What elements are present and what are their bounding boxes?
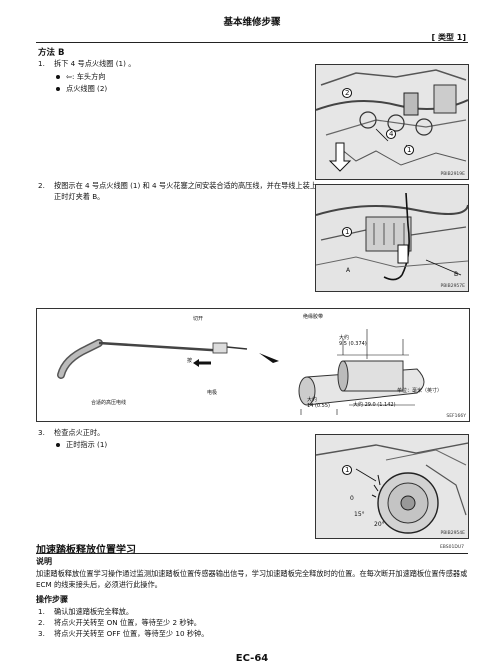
fig1-callout-2: 2 [342, 88, 353, 98]
figure-engine-coil-removal: 2 4 1 PBIB2919E [315, 64, 469, 180]
engine-coil-drawing [316, 65, 468, 179]
label-dim-b: 大约 14 (0.55) [307, 397, 330, 409]
fig2-callout-b: B [454, 271, 459, 278]
desc-text: 加速踏板释放位置学习操作通过监测加速踏板位置传感器输出信号，学习加速踏板完全释放… [36, 569, 468, 589]
engine-timing-light-drawing [316, 185, 468, 291]
fig4-label-15: 15° [354, 511, 365, 518]
step-3-bullet-1: 正时指示 (1) [54, 439, 107, 450]
page-header-title: 基本维修步骤 [223, 17, 281, 28]
section-rule [36, 553, 468, 554]
fig2-callout-1: 1 [342, 227, 353, 237]
page-header-tag: [ 类型 1] [431, 33, 466, 42]
fig1-code: PBIB2919E [440, 172, 465, 177]
label-hv-wire: 合适的高压电线 [91, 400, 127, 406]
fig1-callout-4: 4 [386, 129, 397, 139]
section-title: 加速踏板释放位置学习 [36, 545, 136, 556]
section-code: EBS01DU7 [439, 545, 464, 550]
proc-step-3: 3. 将点火开关转至 OFF 位置，等待至少 10 秒钟。 [38, 629, 209, 638]
fig4-label-20: 20° [374, 521, 385, 528]
figure-timing-light-install: 1 A B PBIB2957E [315, 184, 469, 292]
page-number: EC-64 [235, 653, 269, 664]
step-2: 2. 按图示在 4 号点火线圈 (1) 和 4 号火花塞之间安装合适的高压线，并… [38, 181, 318, 201]
figure-timing-mark: 1 0 15° 20° PBIB2954E [315, 434, 469, 539]
step-1-bullet-1: ⇦: 车头方向 [54, 71, 105, 82]
fig4-callout-1: 1 [342, 465, 353, 475]
figure-high-voltage-wire: 切开 绝缘胶带 按 电极 合适的高压电线 大约 9.5 (0.374) 大约 1… [36, 308, 470, 422]
method-b-title: 方法 B [38, 48, 65, 58]
timing-mark-drawing [316, 435, 468, 538]
fig2-code: PBIB2957E [440, 284, 465, 289]
proc-title: 操作步骤 [36, 595, 68, 604]
proc-step-1: 1. 确认加速踏板完全释放。 [38, 607, 134, 616]
label-dim-c: 大约 29.0 (1.142) [353, 402, 396, 408]
fig3-code: SEF166Y [446, 414, 466, 419]
desc-title: 说明 [36, 557, 52, 566]
label-dim-a: 大约 9.5 (0.374) [339, 335, 367, 347]
label-electrode: 电极 [207, 390, 218, 396]
step-3: 3. 检查点火正时。 [38, 428, 105, 437]
fig1-callout-1: 1 [404, 145, 415, 155]
fig4-label-0: 0 [350, 495, 354, 502]
label-insulating-tape: 绝缘胶带 [303, 314, 324, 320]
step-1-bullet-2: 点火线圈 (2) [54, 83, 107, 94]
step-1: 1. 拆下 4 号点火线圈 (1) 。 [38, 59, 136, 68]
label-cut: 切开 [193, 316, 204, 322]
fig2-callout-a: A [346, 267, 351, 274]
label-push: 按 [187, 358, 193, 364]
fig4-code: PBIB2954E [440, 531, 465, 536]
label-unit: 单位：毫米（英寸） [397, 388, 443, 394]
header-rule [36, 42, 468, 43]
proc-step-2: 2. 将点火开关转至 ON 位置，等待至少 2 秒钟。 [38, 618, 201, 627]
hv-wire-drawing [57, 329, 425, 415]
